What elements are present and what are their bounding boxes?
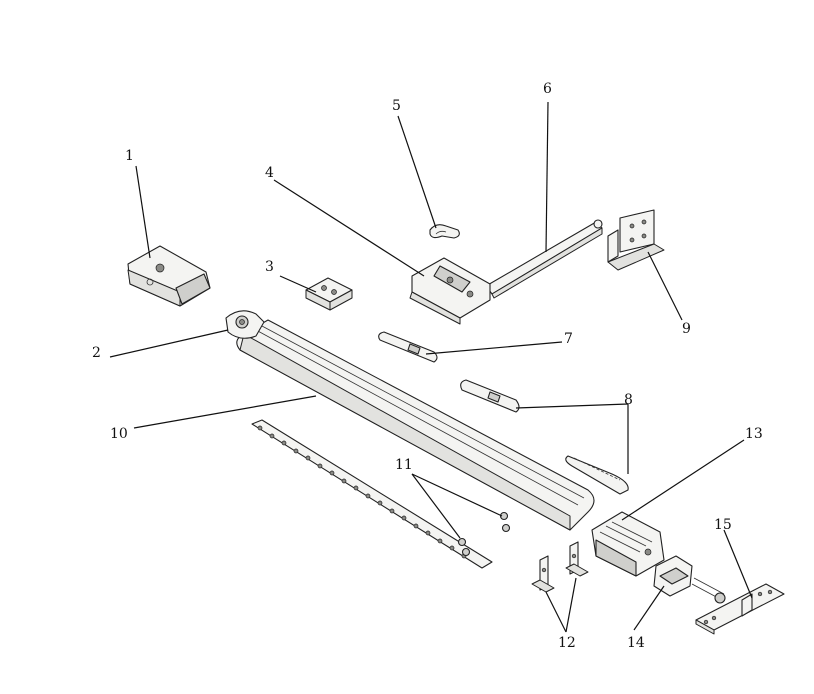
strap-holes (257, 425, 467, 559)
callout-1: 1 (125, 148, 134, 164)
part-8-chain (565, 455, 629, 495)
leader-12a (545, 591, 567, 633)
leader-15 (723, 529, 753, 599)
part-5-release-handle (429, 224, 460, 239)
callout-6: 6 (543, 81, 552, 97)
callout-7: 7 (564, 331, 573, 347)
callout-8: 8 (624, 392, 633, 408)
part-2-sprocket-cap (225, 310, 265, 339)
leader-12b (565, 577, 577, 633)
leader-9 (647, 251, 683, 321)
leader-10 (133, 395, 317, 429)
part-14-adjuster (653, 555, 726, 604)
leader-6 (545, 101, 549, 253)
part-9-door-bracket (607, 209, 665, 271)
part-4-trolley (409, 257, 491, 325)
part-10-rail (236, 319, 595, 531)
callout-14: 14 (627, 635, 645, 651)
part-8-pin (460, 379, 520, 413)
callout-15: 15 (714, 517, 732, 533)
callout-12: 12 (558, 635, 576, 651)
leader-5 (397, 115, 437, 229)
leader-lines (109, 101, 753, 633)
callout-10: 10 (110, 426, 128, 442)
leader-8a (515, 403, 629, 409)
part-6-drive-arm (485, 219, 603, 299)
callout-4: 4 (265, 165, 274, 181)
callout-3: 3 (265, 259, 274, 275)
leader-4 (273, 179, 425, 277)
leader-2 (109, 329, 229, 358)
perforated-hanger-strap (251, 419, 493, 569)
leader-11b (411, 473, 461, 539)
part-11-bolts (457, 511, 511, 557)
part-13-header-unit (591, 511, 665, 577)
callout-9: 9 (682, 321, 691, 337)
leader-14 (633, 585, 665, 631)
part-1-power-head (127, 245, 211, 307)
leader-3 (279, 275, 317, 293)
part-12-angle-brackets (531, 541, 589, 593)
part-7-pin (378, 331, 438, 363)
leader-13 (621, 439, 745, 521)
callout-11: 11 (395, 457, 413, 473)
part-3-bracket (305, 277, 353, 311)
callout-2: 2 (92, 345, 101, 361)
leader-11a (411, 473, 503, 517)
callout-5: 5 (392, 98, 401, 114)
part-15-header-plate (695, 583, 785, 635)
leader-7 (425, 341, 563, 355)
callout-labels: 1 2 3 4 5 6 7 8 9 10 11 12 13 14 15 (92, 81, 763, 651)
callout-13: 13 (745, 426, 763, 442)
leader-1 (135, 165, 151, 259)
